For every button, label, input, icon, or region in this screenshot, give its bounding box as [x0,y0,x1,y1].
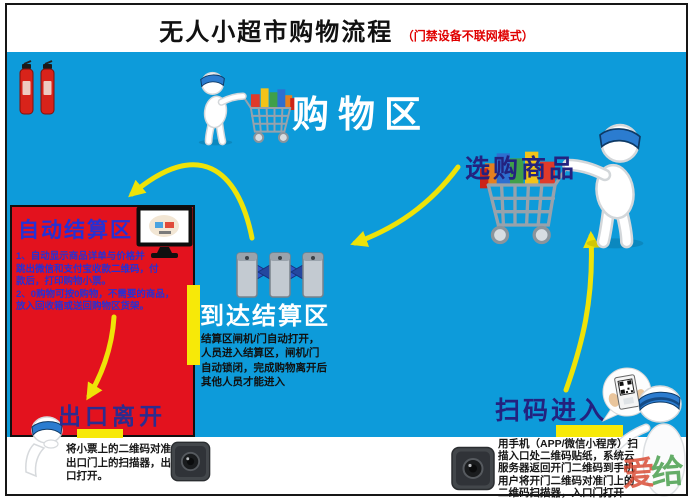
title-text: 无人小超市购物流程 [159,19,394,46]
exit-scanner-icon [170,441,211,482]
entry-note: 用手机（APP/微信小程序）扫 描入口处二维码贴纸，系统云 服务器返回开门二维码… [498,438,639,499]
arrival-checkout-label: 到达结算区 [200,303,330,330]
auto-checkout-label: 自动结算区 [18,219,133,242]
entry-scanner-icon [451,446,495,491]
select-goods-label: 选购商品 [465,155,578,183]
exit-leave-label: 出口离开 [58,403,166,429]
arrival-checkout-instructions: 结算区闸机/门自动打开， 人员进入结算区，闸机/门 自动锁闭，完成购物离开后 其… [201,333,327,389]
mannequin-entry-icon [613,385,686,497]
auto-checkout-instructions: 1、自动显示商品详单与价格并 跳出微信和支付宝收款二维码，付 款后，打印购物小票… [16,251,175,313]
page-title: 无人小超市购物流程 （门禁设备不联网模式） [7,12,686,47]
checkout-entry-door [187,285,200,365]
scan-to-enter-label: 扫码进入 [495,397,608,425]
shopper-cart-icon [198,71,296,146]
exit-note: 将小票上的二维码对准 出口门上的扫描器，出 口打开。 [66,443,171,483]
fire-extinguisher-icon [19,60,55,115]
shopping-zone-label: 购物区 [292,94,430,135]
mannequin-exit-icon [25,416,63,478]
exit-door [77,429,123,438]
entrance-door [556,425,623,437]
shopper-cart-large-icon [480,123,644,249]
turnstile-gate-icon [236,252,324,298]
title-subtitle: （门禁设备不联网模式） [401,29,534,43]
